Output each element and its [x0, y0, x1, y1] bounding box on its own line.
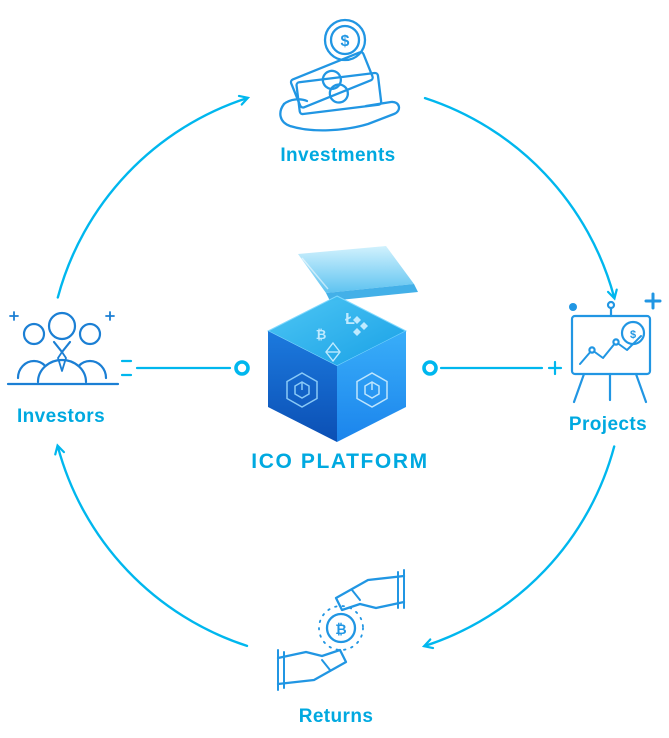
crypto-cube-icon: Ł ₿ — [266, 246, 418, 442]
label-returns: Returns — [298, 706, 374, 727]
hexagon-emblem-left — [286, 372, 318, 408]
arc-investors-to-investments — [56, 94, 251, 299]
giving-hand — [334, 574, 406, 612]
label-investments: Investments — [280, 145, 396, 166]
exchange-dots — [318, 605, 364, 651]
dollar-glyph: $ — [341, 33, 350, 50]
label-projects: Projects — [568, 414, 648, 435]
ethereum-symbol — [325, 341, 341, 363]
label-ico-platform: ICO PLATFORM — [251, 450, 429, 473]
bitcoin-glyph: ₿ — [335, 621, 346, 637]
connector-left-ring — [234, 360, 250, 376]
cycle-arcs — [54, 94, 618, 650]
cube-lid — [298, 246, 414, 293]
connector-right — [422, 360, 563, 376]
hexagon-emblem-right — [356, 372, 388, 408]
dot-decoration — [569, 303, 577, 311]
arc-returns-to-investors — [54, 443, 249, 648]
sparkle-left — [9, 311, 19, 321]
coin-icon — [620, 320, 646, 346]
litecoin-symbol: Ł — [345, 311, 355, 328]
arc-projects-to-returns — [421, 445, 616, 650]
bitcoin-symbol: ₿ — [316, 327, 327, 342]
bitcoin-coin — [325, 612, 357, 644]
plus-icon — [644, 292, 662, 310]
handshake-bitcoin-icon: ₿ — [276, 569, 406, 691]
dollar-glyph: $ — [630, 329, 636, 341]
cube-lid-rim — [326, 284, 418, 301]
token-cluster-icon — [353, 316, 368, 336]
connector-left — [120, 359, 250, 377]
sparkle-right — [105, 311, 115, 321]
arc-investments-to-projects — [423, 96, 618, 301]
connector-right-ring — [422, 360, 438, 376]
receiving-hand — [276, 648, 348, 686]
investors-group-icon — [6, 311, 120, 386]
project-board-icon: $ — [569, 292, 662, 404]
plus-icon — [547, 360, 563, 376]
label-investors: Investors — [16, 406, 106, 427]
money-in-hand-icon: $ — [279, 18, 401, 132]
